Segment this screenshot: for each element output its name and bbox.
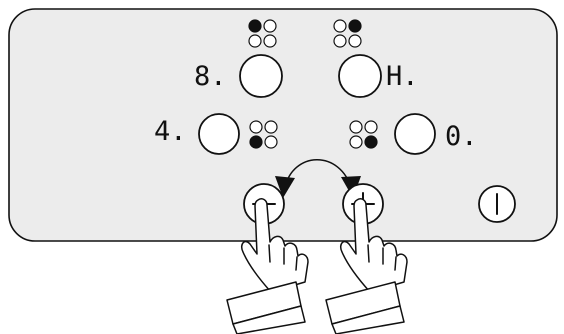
display-rear-left: 8. <box>194 61 227 92</box>
zone-dot-3 <box>333 34 347 48</box>
zone-select-button-front-right[interactable] <box>394 113 436 155</box>
zone-dot-1 <box>248 19 262 33</box>
zone-indicator-rear-left <box>248 19 277 48</box>
zone-select-button-rear-right[interactable] <box>338 54 382 98</box>
zone-dot-3 <box>248 34 262 48</box>
zone-dot-2 <box>348 19 362 33</box>
zone-dot-2 <box>263 19 277 33</box>
zone-dot-1 <box>249 120 263 134</box>
display-rear-right: H. <box>386 61 419 92</box>
zone-dot-2 <box>264 120 278 134</box>
zone-dot-3 <box>349 135 363 149</box>
zone-indicator-front-left <box>249 120 278 149</box>
pointing-hand-icon <box>325 198 408 334</box>
zone-dot-1 <box>333 19 347 33</box>
zone-dot-3 <box>249 135 263 149</box>
zone-dot-4 <box>264 135 278 149</box>
zone-select-button-front-left[interactable] <box>198 113 240 155</box>
zone-dot-4 <box>364 135 378 149</box>
zone-dot-4 <box>263 34 277 48</box>
zone-indicator-rear-right <box>333 19 362 48</box>
zone-dot-1 <box>349 120 363 134</box>
display-front-right: 0. <box>445 121 478 152</box>
zone-dot-2 <box>364 120 378 134</box>
display-front-left: 4. <box>154 116 187 147</box>
pointing-hand-icon <box>226 198 309 334</box>
zone-select-button-rear-left[interactable] <box>239 54 283 98</box>
zone-dot-4 <box>348 34 362 48</box>
zone-indicator-front-right <box>349 120 378 149</box>
